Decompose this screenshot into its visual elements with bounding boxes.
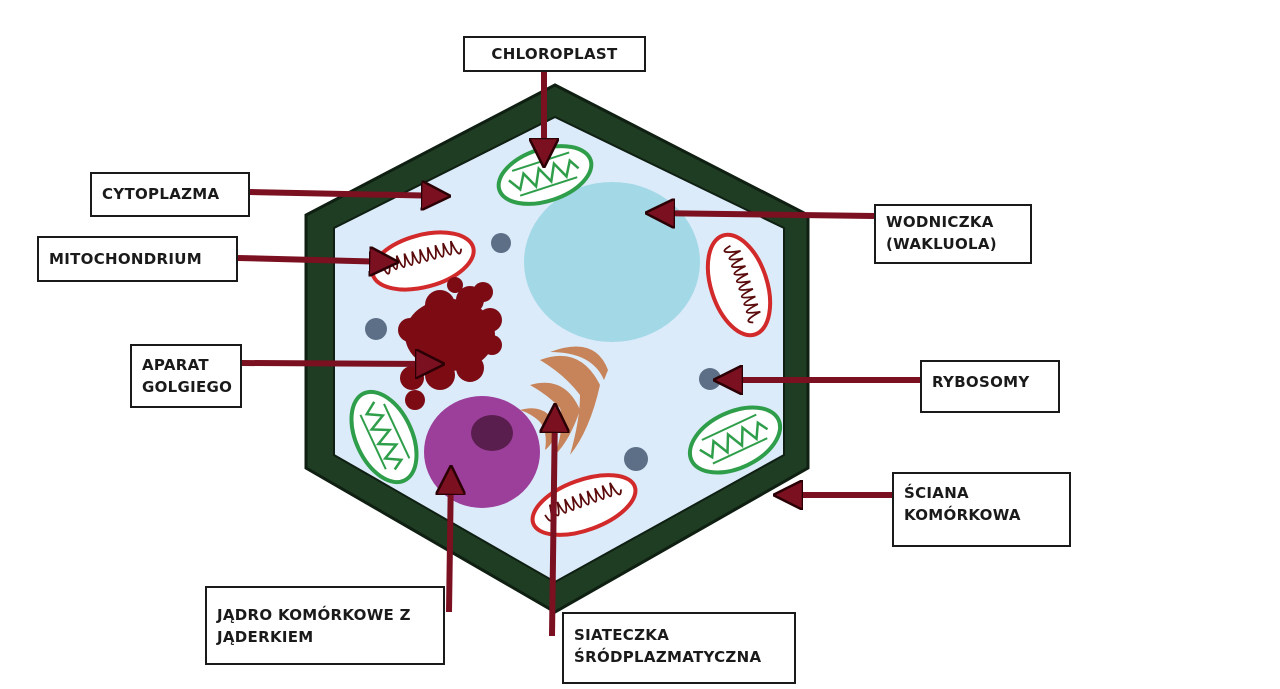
arrow-aparat-golgiego: [241, 363, 440, 364]
arrow-cytoplazma: [249, 192, 446, 196]
label-line: MITOCHONDRIUM: [49, 250, 202, 268]
label-line: RYBOSOMY: [932, 373, 1030, 391]
label-line: (WAKLUOLA): [886, 235, 997, 253]
arrow-mitochondrium: [237, 258, 394, 262]
ribosome: [491, 233, 511, 253]
label-line: APARAT: [142, 356, 209, 374]
ribosome: [365, 318, 387, 340]
label-line: SIATECZKA: [574, 626, 670, 644]
label-line: ŚCIANA: [904, 484, 969, 502]
chloroplast-top: [496, 144, 594, 206]
mitochondrion-right: [705, 232, 773, 338]
label-siateczka: SIATECZKA ŚRÓDPLAZMATYCZNA: [562, 612, 796, 684]
arrow-wodniczka: [650, 213, 875, 216]
label-mitochondrium: MITOCHONDRIUM: [37, 236, 238, 282]
mitochondrion-bottom: [530, 473, 638, 537]
nucleus: [424, 396, 540, 508]
chloroplast-right: [687, 405, 783, 475]
arrow-siateczka: [552, 408, 555, 637]
nucleolus: [471, 415, 513, 451]
arrow-jadro: [449, 470, 451, 613]
label-cytoplazma: CYTOPLAZMA: [90, 172, 250, 217]
label-line: KOMÓRKOWA: [904, 506, 1021, 524]
label-line: WODNICZKA: [886, 213, 994, 231]
label-aparat-golgiego: APARAT GOLGIEGO: [130, 344, 242, 408]
label-line: JĄDERKIEM: [217, 628, 314, 646]
vacuole: [524, 182, 700, 342]
label-wodniczka: WODNICZKA (WAKLUOLA): [874, 204, 1032, 264]
chloroplast-left: [349, 389, 419, 485]
label-sciana: ŚCIANA KOMÓRKOWA: [892, 472, 1071, 547]
label-jadro: JĄDRO KOMÓRKOWE Z JĄDERKIEM: [205, 586, 445, 665]
label-line: CYTOPLAZMA: [102, 185, 220, 203]
ribosome: [624, 447, 648, 471]
label-line: CHLOROPLAST: [491, 45, 618, 63]
ribosome: [699, 368, 721, 390]
label-chloroplast: CHLOROPLAST: [463, 36, 646, 72]
label-rybosomy: RYBOSOMY: [920, 360, 1060, 413]
label-line: ŚRÓDPLAZMATYCZNA: [574, 648, 762, 666]
label-line: JĄDRO KOMÓRKOWE Z: [217, 606, 411, 624]
label-line: GOLGIEGO: [142, 378, 233, 396]
